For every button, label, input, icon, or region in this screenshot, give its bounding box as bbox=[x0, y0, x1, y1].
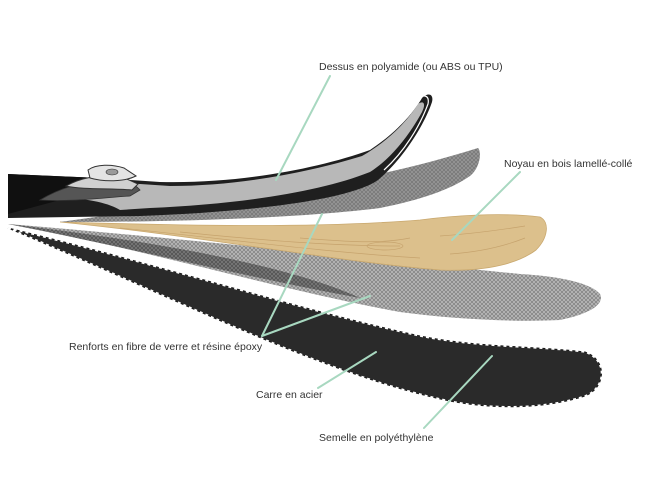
label-wood-core: Noyau en bois lamellé-collé bbox=[504, 158, 633, 170]
wood-grain bbox=[119, 225, 526, 259]
leader-wood-core bbox=[451, 171, 521, 241]
fiberglass-upper-layer bbox=[60, 148, 480, 222]
label-reinforcements: Renforts en fibre de verre et résine épo… bbox=[69, 341, 263, 353]
leader-top-sheet bbox=[275, 75, 331, 181]
wood-core-layer bbox=[59, 214, 547, 271]
label-top-sheet: Dessus en polyamide (ou ABS ou TPU) bbox=[319, 61, 503, 73]
leader-reinforcement-2 bbox=[261, 295, 371, 337]
steel-edge-dashes bbox=[7, 227, 603, 408]
leader-base bbox=[423, 355, 493, 429]
fiberglass-lower-layer bbox=[8, 224, 601, 321]
leader-steel-edge bbox=[317, 351, 377, 389]
leader-lines bbox=[261, 75, 521, 429]
binding bbox=[38, 164, 141, 201]
label-steel-edge: Carre en acier bbox=[256, 389, 323, 401]
label-base: Semelle en polyéthylène bbox=[319, 432, 434, 444]
tip-highlight bbox=[383, 95, 429, 171]
leader-reinforcement-1 bbox=[261, 213, 323, 337]
base-layer bbox=[7, 227, 603, 408]
